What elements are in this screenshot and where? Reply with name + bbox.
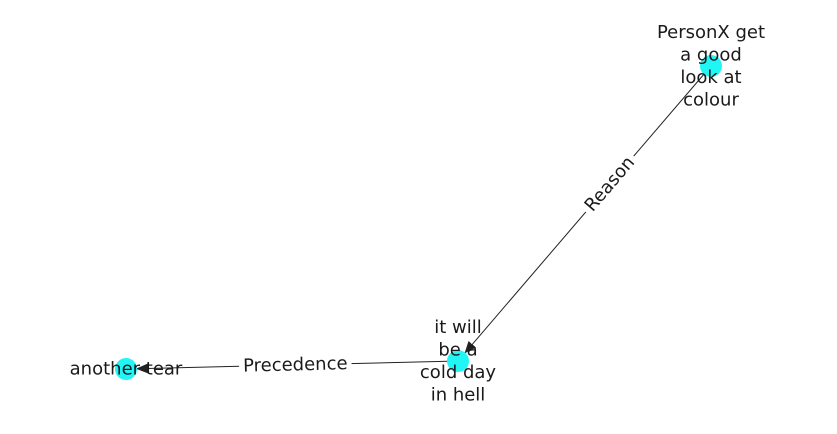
nodes-layer bbox=[115, 55, 722, 380]
node-label-line: colour bbox=[683, 89, 739, 110]
node-label-line: PersonX get bbox=[657, 22, 765, 43]
node-label-line: in hell bbox=[431, 384, 486, 405]
node-n2 bbox=[447, 350, 469, 372]
node-label-line: look at bbox=[680, 67, 741, 88]
node-label-line: be a bbox=[438, 339, 477, 360]
node-label-line: another tear bbox=[70, 359, 183, 380]
edge-label-precedence: Precedence bbox=[238, 352, 352, 378]
edges-layer bbox=[135, 65, 712, 374]
node-label-line: a good bbox=[680, 44, 742, 65]
edge-label-bg bbox=[238, 352, 352, 378]
node-label-n3: another tear bbox=[70, 359, 183, 380]
edge-label-text: Precedence bbox=[243, 353, 348, 377]
edge-label-text: Reason bbox=[580, 152, 639, 215]
node-label-line: cold day bbox=[420, 362, 497, 383]
edge-label-bg bbox=[577, 148, 643, 220]
node-label-line: it will bbox=[434, 317, 482, 338]
node-n3 bbox=[115, 358, 137, 380]
edge-label-reason: Reason bbox=[577, 148, 643, 220]
node-n1 bbox=[700, 55, 722, 77]
